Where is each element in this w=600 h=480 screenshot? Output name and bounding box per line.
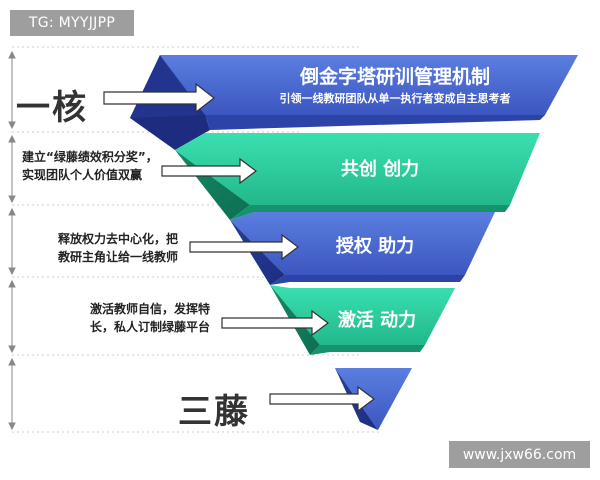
label-desc-2-line1: 释放权力去中心化，把 [58,232,179,246]
layer-3-title: 授权 助力 [335,236,415,257]
label-desc-3: 激活教师自信，发挥特 长，私人订制绿藤平台 [90,300,210,336]
label-bottom-vines: 三藤 [178,392,250,432]
label-desc-1-line2: 实现团队个人价值双赢 [22,168,143,182]
arrow-2 [161,157,257,185]
vertical-range-arrows [8,50,16,431]
tag-text: TG: MYYJJPP [28,15,116,31]
arrow-1 [103,82,215,114]
watermark-text: www.jxw66.com [462,446,577,463]
label-desc-1: 建立“绿藤绩效积分奖”， 实现团队个人价值双赢 [22,148,158,184]
arrow-4 [221,309,329,337]
tag-badge: TG: MYYJJPP [10,10,134,36]
watermark-badge: www.jxw66.com [449,441,590,468]
layer-2-title: 共创 创力 [340,159,420,180]
arrow-5 [269,385,375,413]
layer-1-title: 倒金字塔研训管理机制 [299,66,490,88]
layer-3-blue [230,212,495,285]
label-desc-1-line1: 建立“绿藤绩效积分奖”， [22,150,158,164]
layer-4-title: 激活 动力 [337,310,417,331]
label-desc-3-line2: 长，私人订制绿藤平台 [90,320,211,334]
pointer-arrows [103,82,375,413]
label-top-core: 一核 [16,88,88,128]
arrow-3 [189,233,299,261]
label-desc-2-line2: 教研主角让给一线教师 [58,250,179,264]
label-desc-2: 释放权力去中心化，把 教研主角让给一线教师 [58,230,178,266]
label-desc-3-line1: 激活教师自信，发挥特 [90,302,211,316]
layer-1-subtitle: 引领一线教研团队从单一执行者变成自主思考者 [279,92,511,105]
